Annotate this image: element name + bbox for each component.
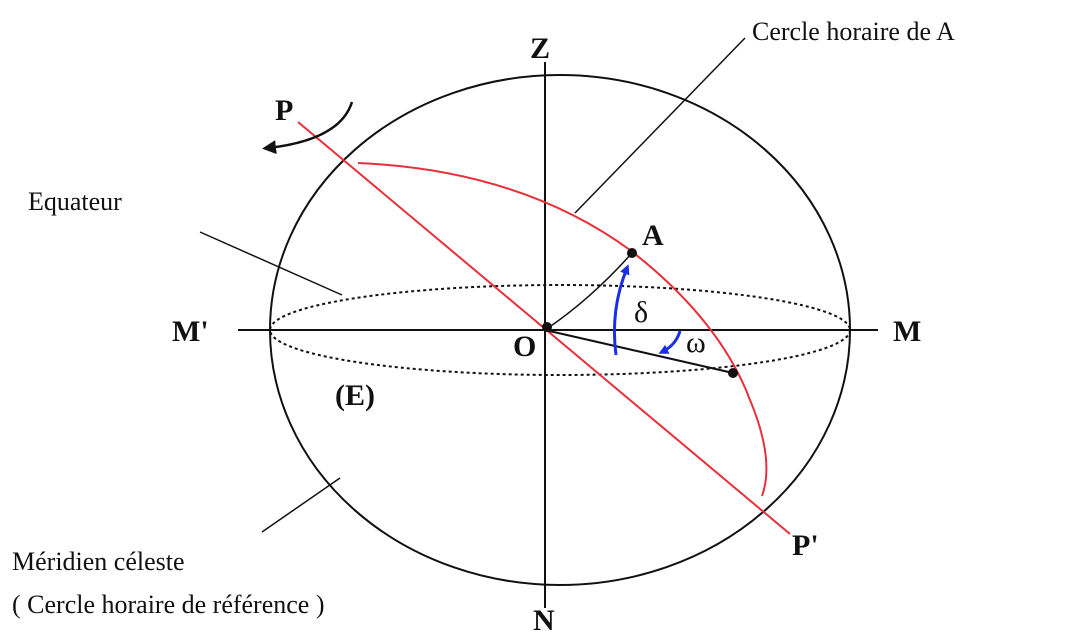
label-m: M xyxy=(893,315,921,348)
point-a xyxy=(627,248,637,258)
label-a: A xyxy=(642,219,664,252)
label-z: Z xyxy=(530,32,550,65)
line-o-to-equator-point xyxy=(544,329,734,374)
label-cercle-horaire-a: Cercle horaire de A xyxy=(752,17,955,46)
point-equator-projection xyxy=(728,368,738,378)
label-m-prime: M' xyxy=(172,315,209,348)
label-omega: ω xyxy=(686,326,706,359)
hour-circle-of-a xyxy=(357,162,768,497)
leader-equateur xyxy=(199,231,343,296)
line-o-to-a xyxy=(544,252,633,331)
point-o xyxy=(542,322,552,332)
label-p-prime: P' xyxy=(792,529,819,562)
label-n: N xyxy=(533,604,555,633)
label-delta: δ xyxy=(634,296,648,329)
delta-angle-arc xyxy=(612,264,630,356)
omega-angle-arc xyxy=(658,330,682,354)
label-cercle-horaire-reference: ( Cercle horaire de référence ) xyxy=(12,590,325,619)
rotation-arrow-icon xyxy=(262,101,354,155)
label-o: O xyxy=(513,330,536,363)
leader-cercle-horaire-a xyxy=(574,37,746,214)
label-e: (E) xyxy=(335,379,375,412)
label-meridien-celeste: Méridien céleste xyxy=(12,547,185,576)
leader-meridien xyxy=(261,477,341,533)
label-equateur: Equateur xyxy=(28,187,122,216)
label-p: P xyxy=(275,94,293,127)
